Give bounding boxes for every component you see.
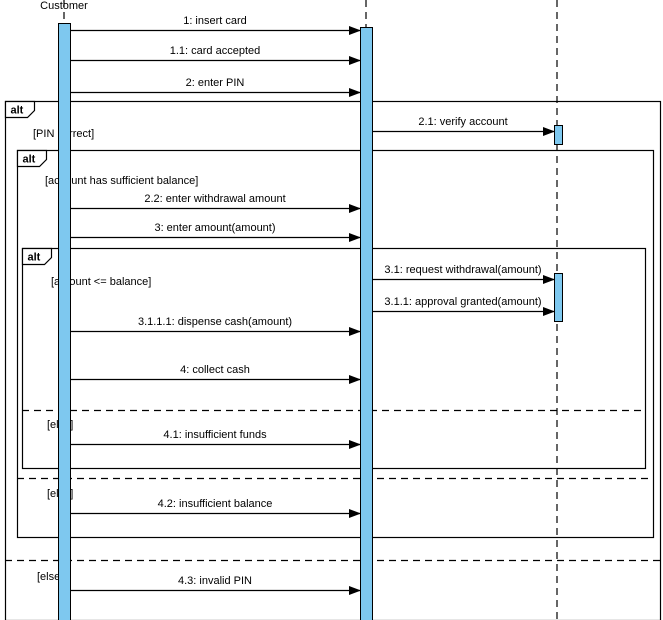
message-label: 4.1: insufficient funds: [163, 429, 267, 441]
message-m11: 4.1: insufficient funds: [70, 429, 361, 449]
fragment-operator-label: alt: [28, 252, 41, 264]
message-label: 3.1.1.1: dispense cash(amount): [138, 316, 292, 328]
message-m2: 1.1: card accepted: [70, 45, 361, 65]
message-label: 2: enter PIN: [186, 77, 245, 89]
message-label: 4.3: invalid PIN: [178, 575, 252, 587]
message-m9: 3.1.1.1: dispense cash(amount): [70, 316, 361, 336]
fragments-layer: alt[PIN correct][else]alt [account has su…: [4, 100, 662, 620]
fragment-operator-tab: [16, 149, 48, 168]
fragment-guard-label: [account has sufficient balance]: [45, 175, 198, 187]
message-label: 1.1: card accepted: [170, 45, 261, 57]
message-m5: 2.2: enter withdrawal amount: [70, 193, 361, 213]
combined-fragment-alt: alt[PIN correct][else]: [4, 100, 662, 620]
message-label: 3.1.1: approval granted(amount): [384, 296, 541, 308]
message-m13: 4.3: invalid PIN: [70, 575, 361, 595]
message-m4: 2.1: verify account: [372, 116, 555, 136]
fragment-operator-label: alt: [23, 154, 36, 166]
message-label: 4: collect cash: [180, 364, 250, 376]
message-m8: 3.1.1: approval granted(amount): [372, 296, 555, 316]
message-m12: 4.2: insufficient balance: [70, 498, 361, 518]
activation-bar-customer: [58, 23, 71, 620]
message-label: 2.2: enter withdrawal amount: [144, 193, 285, 205]
message-label: 1: insert card: [183, 15, 247, 27]
lifeline-label-customer: Customer: [40, 0, 88, 12]
message-label: 4.2: insufficient balance: [158, 498, 273, 510]
message-m3: 2: enter PIN: [70, 77, 361, 97]
fragment-border: [16, 149, 655, 539]
activations-layer: [58, 23, 563, 620]
fragment-operator-tab: [21, 247, 53, 266]
message-m6: 3: enter amount(amount): [70, 222, 361, 242]
message-label: 2.1: verify account: [418, 116, 507, 128]
combined-fragment-alt: alt[account has sufficient balance][else…: [16, 149, 655, 539]
activation-bar-bank: [554, 125, 563, 145]
message-label: 3.1: request withdrawal(amount): [384, 264, 541, 276]
lifeline-heads-layer: Customer: [40, 0, 88, 12]
message-m1: 1: insert card: [70, 15, 361, 35]
fragment-guard-label: [amount <= balance]: [51, 276, 151, 288]
message-m10: 4: collect cash: [70, 364, 361, 384]
combined-fragment-alt: alt[amount <= balance][else]: [21, 247, 647, 470]
fragment-operator-tab: [4, 100, 36, 119]
activation-bar-atm: [360, 27, 373, 620]
messages-layer: 1: insert card 1.1: card accepted 2: enter…: [70, 15, 555, 595]
activation-bar-bank: [554, 273, 563, 322]
message-label: 3: enter amount(amount): [154, 222, 275, 234]
fragment-operator-label: alt: [11, 105, 24, 117]
fragment-border: [21, 247, 647, 470]
message-m7: 3.1: request withdrawal(amount): [372, 264, 555, 284]
fragment-guard-label: [else]: [37, 571, 63, 583]
fragment-border: [4, 100, 662, 620]
